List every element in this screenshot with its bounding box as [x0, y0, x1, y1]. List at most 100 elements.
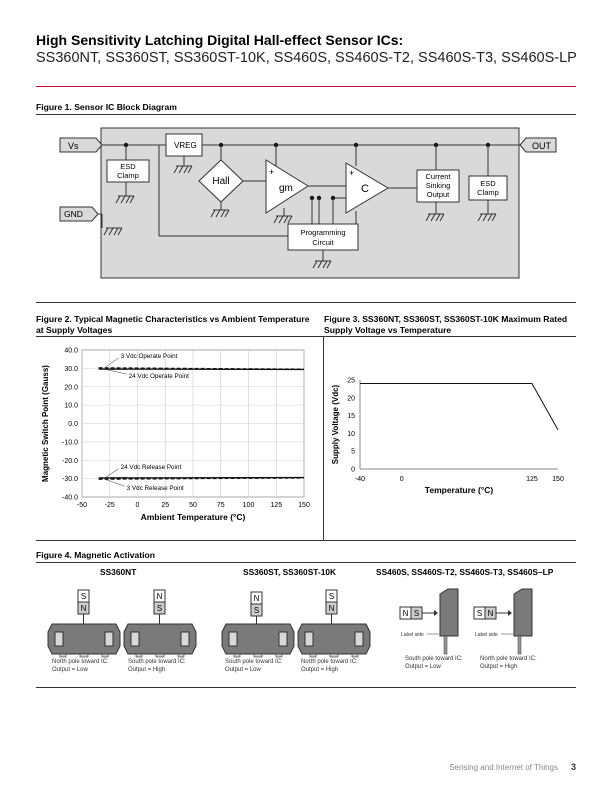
y-tick-label: 0.0	[68, 421, 78, 428]
y-tick-label: 25	[347, 378, 355, 385]
figure4-rule	[36, 562, 576, 563]
g3i1-label-side: Label side	[401, 632, 424, 638]
g2i1-bottom-pole: S	[254, 606, 259, 615]
g2i2-caption: North pole toward IC:Output = High	[301, 659, 358, 673]
series-label: 24 Vdc Operate Point	[129, 373, 189, 380]
g3i1-caption: South pole toward IC:Output = Low	[405, 656, 463, 670]
g2i2-bottom-pole: N	[329, 604, 335, 613]
series-label: 3 Vdc Operate Point	[121, 353, 178, 360]
gnd-label: GND	[64, 209, 83, 219]
g3i1-right-pole: S	[414, 609, 419, 618]
y-tick-label: -40.0	[62, 495, 78, 502]
figure2-title: Figure 2. Typical Magnetic Characteristi…	[36, 314, 310, 335]
y-tick-label: 30.0	[64, 366, 78, 373]
figure4-title: Figure 4. Magnetic Activation	[36, 550, 156, 560]
esd-right-line1: ESD	[480, 179, 496, 188]
g3i1-left-pole: N	[403, 609, 409, 618]
series-label: 3 Vdc Release Point	[127, 485, 184, 492]
vs-pin: Vs	[59, 137, 103, 153]
x-axis-label: Temperature (°C)	[425, 485, 494, 495]
y-tick-label: -10.0	[62, 439, 78, 446]
y-tick-label: -20.0	[62, 458, 78, 465]
figure-divider-vertical	[323, 336, 324, 540]
figure3-title: Figure 3. SS360NT, SS360ST, SS360ST-10K …	[324, 314, 568, 335]
y-tick-label: 20.0	[64, 384, 78, 391]
x-tick-label: 125	[270, 502, 282, 509]
prog-line2: Circuit	[312, 238, 334, 247]
g1-item1: S N	[47, 589, 121, 658]
y-tick-label: 10.0	[64, 403, 78, 410]
figure2-3-rule	[36, 302, 576, 303]
g1i1-top-pole: S	[81, 592, 86, 601]
g2-item1: N S	[221, 591, 295, 658]
block-diagram: Vs OUT GND ESD Clamp VREG Hall + gm	[59, 127, 557, 279]
y-tick-label: 40.0	[64, 348, 78, 355]
y-tick-label: 10	[347, 431, 355, 438]
g1i2-top-pole: N	[157, 592, 163, 601]
cso-line1: Current	[425, 172, 451, 181]
out-label: OUT	[532, 141, 552, 151]
g3-item1: N S Label side	[399, 588, 459, 655]
x-tick-label: 100	[243, 502, 255, 509]
series-line	[98, 477, 305, 480]
y-axis-label: Magnetic Switch Point (Gauss)	[41, 365, 50, 482]
g1i1-bottom-pole: N	[81, 604, 87, 613]
esd-left-line1: ESD	[120, 162, 136, 171]
cso-line3: Output	[427, 190, 450, 199]
g3i2-left-pole: S	[477, 609, 482, 618]
series-label: 24 Vdc Release Point	[121, 464, 182, 471]
hall-label: Hall	[212, 176, 229, 187]
figure1-rule	[36, 114, 576, 115]
y-tick-label: 5	[351, 449, 355, 456]
x-tick-label: 150	[298, 502, 310, 509]
g3-item2: S N Label side	[473, 588, 533, 655]
x-tick-label: -50	[77, 502, 87, 509]
x-tick-label: 0	[400, 476, 404, 483]
group1-heading: SS360NT	[100, 567, 137, 577]
esd-right-line2: Clamp	[477, 188, 499, 197]
group3-heading: SS460S, SS460S-T2, SS460S-T3, SS460S–LP	[376, 567, 554, 577]
x-tick-label: 25	[161, 502, 169, 509]
footer-text: Sensing and Internet of Things	[449, 763, 558, 772]
c-plus: +	[349, 168, 354, 178]
g1i2-caption: South pole toward IC:Output = High	[128, 659, 186, 673]
out-pin: OUT	[519, 137, 557, 153]
g2i1-top-pole: N	[254, 594, 260, 603]
vs-label: Vs	[68, 141, 79, 151]
y-tick-label: 20	[347, 395, 355, 402]
page-number: 3	[570, 762, 576, 772]
g2i2-top-pole: S	[329, 592, 334, 601]
esd-left-line2: Clamp	[117, 171, 139, 180]
x-axis-label: Ambient Temperature (°C)	[141, 512, 246, 522]
g1-item2: N S	[123, 589, 197, 658]
y-tick-label: 15	[347, 413, 355, 420]
series-leader	[104, 357, 119, 369]
page-subtitle: SS360NT, SS360ST, SS360ST-10K, SS460S, S…	[36, 50, 577, 66]
gm-plus: +	[269, 167, 274, 177]
x-tick-label: 50	[189, 502, 197, 509]
page-title: High Sensitivity Latching Digital Hall-e…	[36, 32, 404, 48]
x-tick-label: 125	[526, 476, 538, 483]
vreg-label: VREG	[174, 141, 197, 150]
g2-item2: S N	[297, 589, 371, 658]
x-tick-label: -40	[355, 476, 365, 483]
gm-label: gm	[279, 183, 293, 194]
figure2-rule	[36, 336, 576, 337]
comparator-label: C	[361, 183, 369, 195]
x-tick-label: 0	[136, 502, 140, 509]
gnd-pin: GND	[59, 206, 99, 222]
figure1-title: Figure 1. Sensor IC Block Diagram	[36, 102, 177, 112]
magnetic-activation-figure: S N N S N S S N N S	[47, 588, 533, 658]
y-tick-label: -30.0	[62, 476, 78, 483]
figure4-top-rule	[36, 540, 576, 541]
prog-line1: Programming	[300, 228, 345, 237]
series-leader	[104, 468, 119, 479]
figure4-bottom-rule	[36, 687, 576, 688]
series-line	[360, 383, 559, 431]
g1i1-caption: North pole toward IC:Output = Low	[52, 659, 109, 673]
g1i2-bottom-pole: S	[157, 604, 162, 613]
title-divider	[36, 86, 576, 87]
cso-line2: Sinking	[426, 181, 451, 190]
x-tick-label: 75	[217, 502, 225, 509]
